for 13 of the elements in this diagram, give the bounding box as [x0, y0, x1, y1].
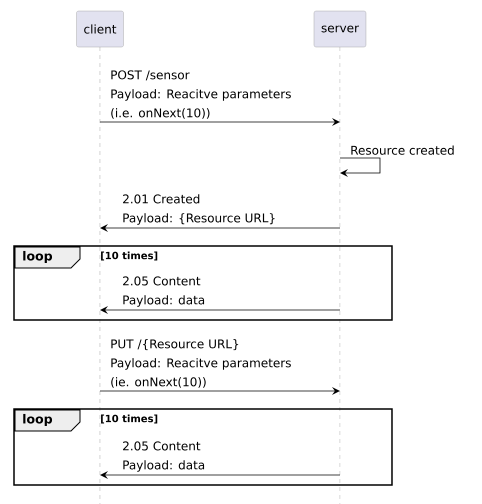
node-label: [10 times]: [101, 414, 158, 424]
message-label: 2.01 Created Payload: {Resource URL}: [123, 194, 275, 225]
message-label: PUT /{Resource URL} Payload: Reacitve parameters (ie. onNext(10)): [111, 339, 291, 388]
message-label: Resource created: [351, 146, 454, 155]
node-label: [10 times]: [101, 252, 158, 260]
message-label: POST /sensor Payload: Reacitve parameters (i.e. onNext(10)): [111, 70, 291, 119]
loop-tab: loop [10 times]: [14, 410, 158, 432]
participant-box: client: [76, 10, 124, 48]
message-label: 2.05 Content Payload: data: [123, 441, 204, 472]
participant-box: server: [314, 10, 366, 48]
loop-tab: loop [10 times]: [14, 246, 158, 268]
message-label: 2.05 Content Payload: data: [123, 276, 204, 307]
self-message-arrow: [340, 158, 380, 178]
